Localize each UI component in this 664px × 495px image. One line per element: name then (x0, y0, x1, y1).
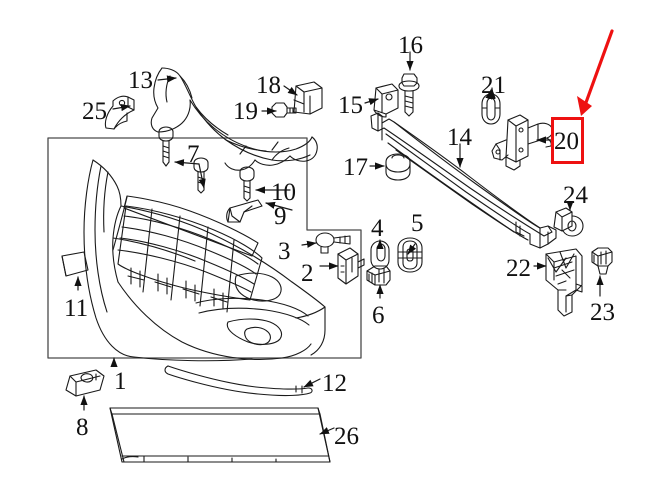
leader-9 (265, 201, 293, 211)
callout-24: 24 (563, 182, 588, 209)
callout-12: 12 (322, 370, 347, 397)
part-hex-bolt (366, 265, 391, 286)
callout-2: 2 (301, 260, 314, 287)
callout-18: 18 (256, 72, 281, 99)
callout-21: 21 (481, 72, 506, 99)
leader-lines (74, 51, 604, 435)
part-bolt-upper (158, 126, 174, 167)
leader-12 (303, 378, 321, 388)
part-clip-fastener (65, 369, 105, 397)
leader-5 (407, 243, 417, 255)
part-trim-insert (61, 251, 89, 277)
callout-25: 25 (82, 98, 107, 125)
part-bumper-cover (83, 159, 326, 362)
callout-14: 14 (447, 124, 472, 151)
part-lower-grille-panel (109, 407, 331, 463)
callout-15: 15 (338, 92, 363, 119)
leader-7a (174, 159, 200, 167)
callout-1: 1 (114, 368, 127, 395)
part-flange-bolt (398, 73, 420, 117)
leader-15 (364, 98, 379, 106)
callout-8: 8 (76, 414, 89, 441)
callout-3: 3 (278, 238, 291, 265)
callout-17: 17 (343, 154, 368, 181)
part-impact-bar (370, 112, 557, 249)
callout-26: 26 (334, 423, 359, 450)
leader-7b (198, 163, 206, 189)
leader-13 (157, 75, 177, 83)
callout-10: 10 (271, 179, 296, 206)
part-crash-box-absorber (491, 114, 554, 171)
callout-6: 6 (372, 302, 385, 329)
part-retainer-clip (315, 232, 351, 254)
callout-7: 7 (187, 141, 200, 168)
callout-20: 20 (554, 128, 579, 155)
part-side-support-bracket (545, 248, 583, 317)
part-upper-support-panel (150, 67, 318, 171)
part-spacer-bushing (397, 237, 423, 273)
part-end-cap-bracket (293, 81, 323, 115)
part-slide-rail-left (226, 199, 263, 223)
callout-19: 19 (233, 98, 258, 125)
part-small-bolt (271, 102, 297, 118)
highlight-box-part-20[interactable] (551, 117, 584, 164)
part-bracket-bolt (591, 247, 613, 275)
callout-23: 23 (590, 299, 615, 326)
part-stud-bolt (239, 166, 255, 202)
callout-5: 5 (411, 210, 424, 237)
callout-13: 13 (128, 67, 153, 94)
part-guide-pin (553, 207, 584, 237)
part-bracket-left-end (104, 95, 135, 130)
leader-26 (319, 427, 335, 435)
callout-16: 16 (398, 32, 423, 59)
part-lower-molding (164, 365, 313, 397)
callout-9: 9 (274, 203, 287, 230)
red-highlight-arrow (577, 29, 614, 116)
part-mounting-bracket (373, 83, 399, 118)
callout-4: 4 (371, 215, 384, 242)
front-grille (112, 195, 263, 313)
callout-11: 11 (64, 295, 89, 322)
part-bracket-reinforcement (337, 247, 365, 285)
bumper-cover-detail-frame (47, 137, 362, 359)
part-cap-nut (385, 153, 411, 181)
leader-18 (283, 85, 298, 96)
leader-25 (112, 104, 131, 112)
leader-3 (301, 240, 317, 248)
callout-22: 22 (506, 255, 531, 282)
